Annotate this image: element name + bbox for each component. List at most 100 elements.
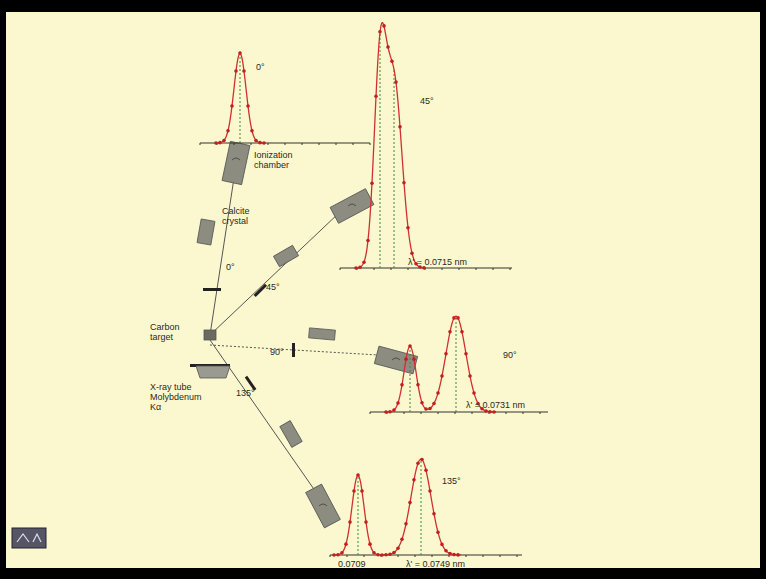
label-text: 90° <box>503 350 517 360</box>
data-point <box>384 553 388 557</box>
axis-tick <box>449 555 450 557</box>
data-point <box>420 458 424 462</box>
data-point <box>242 69 246 73</box>
x-ray-tube <box>196 366 230 378</box>
axis-tick <box>347 555 348 557</box>
ionization-chamber <box>222 141 250 184</box>
apparatus <box>196 141 418 528</box>
data-point <box>376 553 380 557</box>
intensity-curve <box>386 316 496 412</box>
chamber-marks <box>232 158 400 506</box>
data-point <box>250 129 254 133</box>
axis-tick <box>330 555 331 557</box>
data-point <box>436 531 440 535</box>
label-text: X-ray tube Molybdenum Kα <box>150 382 202 412</box>
axis-tick <box>408 268 409 270</box>
ground <box>6 12 760 568</box>
axis-tick <box>500 555 501 557</box>
data-point <box>370 181 374 185</box>
label-text: Carbon target <box>150 322 180 342</box>
data-point <box>440 374 444 378</box>
data-point <box>428 489 432 493</box>
intensity-curve <box>216 53 264 143</box>
calcite-crystal <box>273 245 298 266</box>
data-point <box>246 104 250 108</box>
wavelength-label: λ' = 0.0749 nm <box>406 559 486 569</box>
data-point <box>398 125 402 129</box>
data-point <box>408 344 412 348</box>
data-point <box>468 374 472 378</box>
wavelength-label: λ' = 0.0715 nm <box>408 257 488 267</box>
part-label: Carbon target <box>150 322 194 342</box>
data-point <box>254 139 258 143</box>
axis-tick <box>510 268 511 270</box>
axis-tick <box>421 412 422 414</box>
axis-tick <box>404 412 405 414</box>
data-point <box>396 401 400 405</box>
label-text: λ' = 0.0715 nm <box>408 257 467 267</box>
data-point <box>408 501 412 505</box>
data-point <box>406 226 410 230</box>
data-point <box>424 468 428 472</box>
intensity-plots <box>200 23 548 557</box>
label-text: λ' = 0.0749 nm <box>406 559 465 569</box>
plot-axis <box>330 555 522 556</box>
data-point <box>428 407 432 411</box>
data-point <box>340 551 344 555</box>
axis-tick <box>364 555 365 557</box>
data-point <box>384 410 388 414</box>
axis-tick <box>251 143 252 145</box>
mark <box>392 358 400 360</box>
data-point <box>440 543 444 547</box>
slit <box>292 343 295 357</box>
data-point <box>332 553 336 557</box>
label-text: λ' = 0.0731 nm <box>466 400 525 410</box>
peak-marker <box>358 475 359 555</box>
data-point <box>444 549 448 553</box>
data-point <box>392 408 396 412</box>
data-point <box>360 489 364 493</box>
label-text: Calcite crystal <box>222 206 250 226</box>
data-point <box>358 265 362 269</box>
peak-marker <box>456 316 457 412</box>
data-point <box>388 410 392 414</box>
data-point <box>234 69 238 73</box>
data-point <box>392 551 396 555</box>
peak-marker <box>410 346 411 412</box>
mark <box>319 504 327 506</box>
axis-tick <box>200 143 201 145</box>
data-point <box>416 383 420 387</box>
data-point <box>382 24 386 28</box>
data-point <box>432 512 436 516</box>
data-point <box>344 542 348 546</box>
calcite-crystal <box>309 328 336 340</box>
label-text: 0° <box>256 62 265 72</box>
calcite-crystal <box>280 421 302 448</box>
peak-marker <box>394 69 395 268</box>
data-point <box>464 352 468 356</box>
label-text: 135° <box>442 476 461 486</box>
label-text: 45° <box>420 96 434 106</box>
axis-tick <box>517 555 518 557</box>
axis-tick <box>319 143 320 145</box>
axis-tick <box>353 143 354 145</box>
label-text: 0° <box>226 262 235 272</box>
data-point <box>400 383 404 387</box>
axis-tick <box>370 412 371 414</box>
data-point <box>424 407 428 411</box>
data-point <box>378 30 382 34</box>
label-text: Ionization chamber <box>254 150 293 170</box>
data-point <box>262 141 266 145</box>
mark <box>348 204 356 206</box>
axis-tick <box>432 555 433 557</box>
part-label: Ionization chamber <box>254 150 314 170</box>
intensity-curve <box>334 459 461 555</box>
data-point <box>388 552 392 556</box>
ionization-chamber <box>306 484 341 528</box>
label-text: 0.0709 <box>338 559 366 569</box>
angle-label: 135° <box>236 388 262 398</box>
data-point <box>374 94 378 98</box>
beam-135 <box>210 340 318 495</box>
data-point <box>410 251 414 255</box>
